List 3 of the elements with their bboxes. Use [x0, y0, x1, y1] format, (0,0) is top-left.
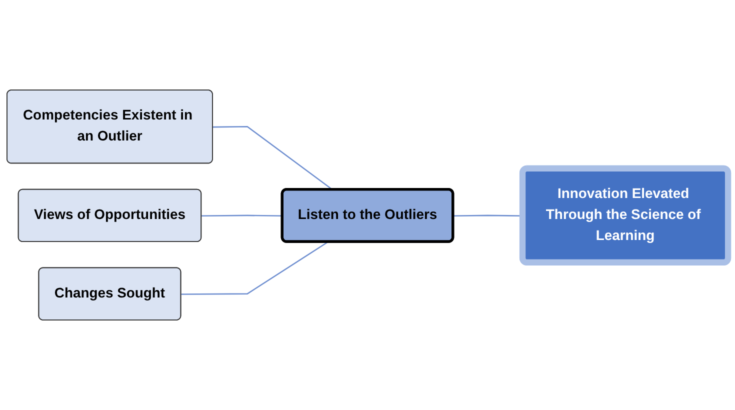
connector [212, 126, 333, 190]
connector [202, 214, 283, 217]
connector [181, 241, 328, 295]
